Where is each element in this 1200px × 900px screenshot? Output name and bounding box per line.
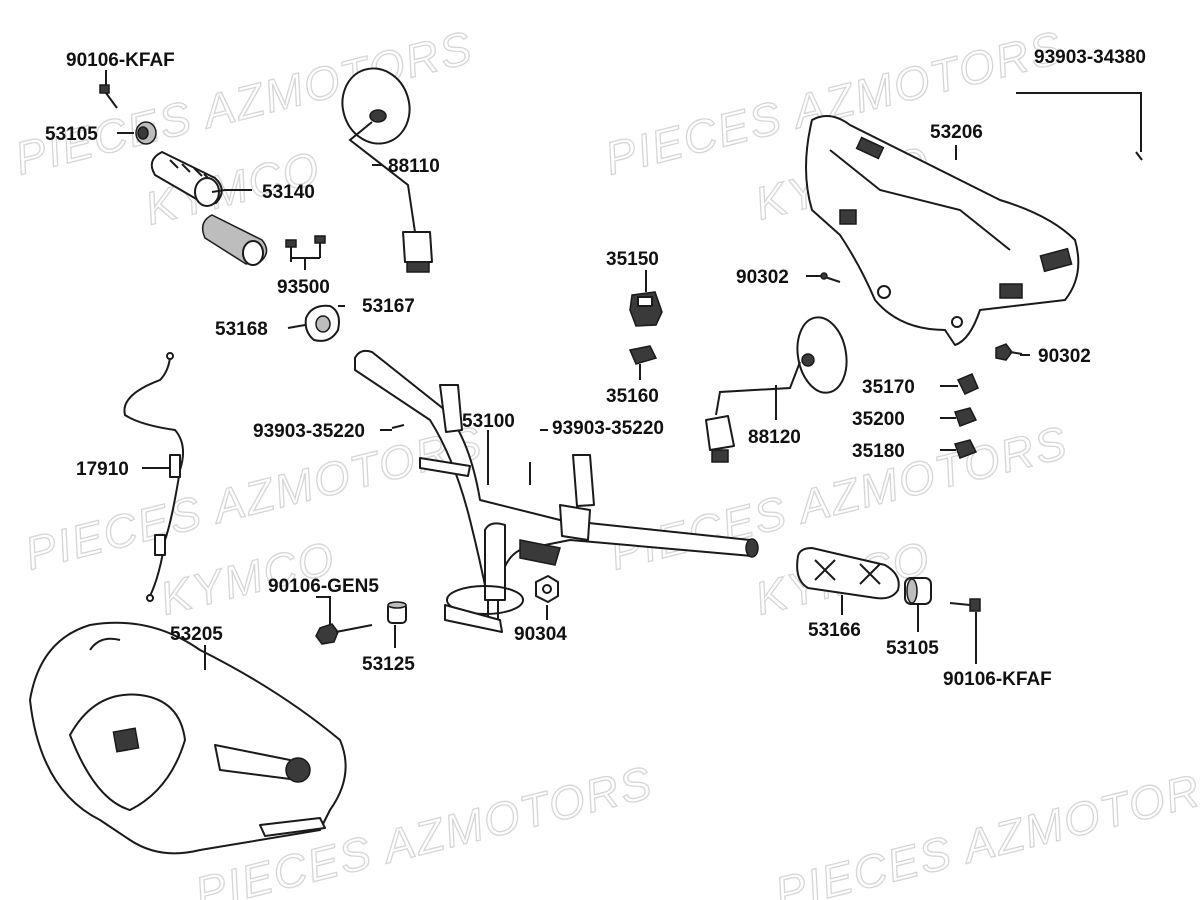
screws-93903-34380	[1016, 92, 1143, 161]
end-cap-53105-top	[135, 121, 157, 145]
throttle-grip-53140	[150, 151, 268, 266]
label-53166: 53166	[808, 620, 861, 641]
switch-35150	[629, 291, 663, 327]
label-88120: 88120	[748, 427, 801, 448]
label-90302-a: 90302	[736, 267, 789, 288]
label-35170: 35170	[862, 377, 915, 398]
leader-lines	[105, 70, 1142, 670]
screws-93903-35220	[391, 424, 531, 485]
label-88110: 88110	[388, 156, 440, 177]
throttle-cable-17910	[123, 352, 185, 602]
label-93500: 93500	[277, 277, 330, 298]
label-90106-kfaf-bottom: 90106-KFAF	[943, 669, 1052, 690]
label-53105-bottom: 53105	[886, 638, 939, 659]
label-35160: 35160	[606, 386, 659, 407]
bolt-90106-gen5	[315, 623, 373, 645]
label-53206: 53206	[930, 122, 983, 143]
handlebar-53100	[354, 349, 759, 633]
nut-90304	[535, 575, 559, 603]
handlebar-cover-53206	[805, 115, 1080, 346]
switch-35180	[954, 439, 978, 459]
handlebar-cover-53205	[29, 621, 347, 855]
label-53167: 53167	[362, 296, 415, 317]
screw-90302-b	[995, 343, 1023, 361]
collar-53125	[387, 601, 407, 624]
label-53125: 53125	[362, 654, 415, 675]
mirror-88120	[705, 316, 848, 463]
switch-35200	[954, 407, 978, 427]
label-53100: 53100	[462, 411, 515, 432]
label-90302-b: 90302	[1038, 346, 1091, 367]
bolt-90106-kfaf-bottom	[949, 598, 981, 612]
label-90304: 90304	[514, 624, 567, 645]
grip-53166	[796, 547, 900, 600]
label-53105-top: 53105	[45, 124, 98, 145]
part-labels: 90106-KFAF 53105 53140 88110 93500 53167…	[45, 47, 1146, 690]
label-93903-34380: 93903-34380	[1034, 47, 1146, 68]
label-17910: 17910	[76, 459, 129, 480]
label-35200: 35200	[852, 409, 905, 430]
switch-35160	[628, 345, 658, 365]
label-93903-35220-right: 93903-35220	[552, 418, 664, 439]
bolt-90106-kfaf-top	[99, 84, 118, 109]
screw-90302-a	[820, 272, 841, 283]
label-90106-gen5: 90106-GEN5	[268, 576, 379, 597]
switch-35170	[956, 373, 979, 395]
label-35150: 35150	[606, 249, 659, 270]
label-53168: 53168	[215, 319, 268, 340]
label-35180: 35180	[852, 441, 905, 462]
mirror-88110	[341, 67, 433, 273]
end-cap-53105-bottom	[904, 577, 932, 605]
label-93903-35220-left: 93903-35220	[253, 421, 365, 442]
label-53140: 53140	[262, 182, 315, 203]
label-90106-kfaf-top: 90106-KFAF	[66, 50, 175, 71]
label-53205: 53205	[170, 624, 223, 645]
watermark-text: PIECES AZMOTORS	[770, 756, 1200, 900]
switch-housing-53168	[304, 304, 340, 342]
